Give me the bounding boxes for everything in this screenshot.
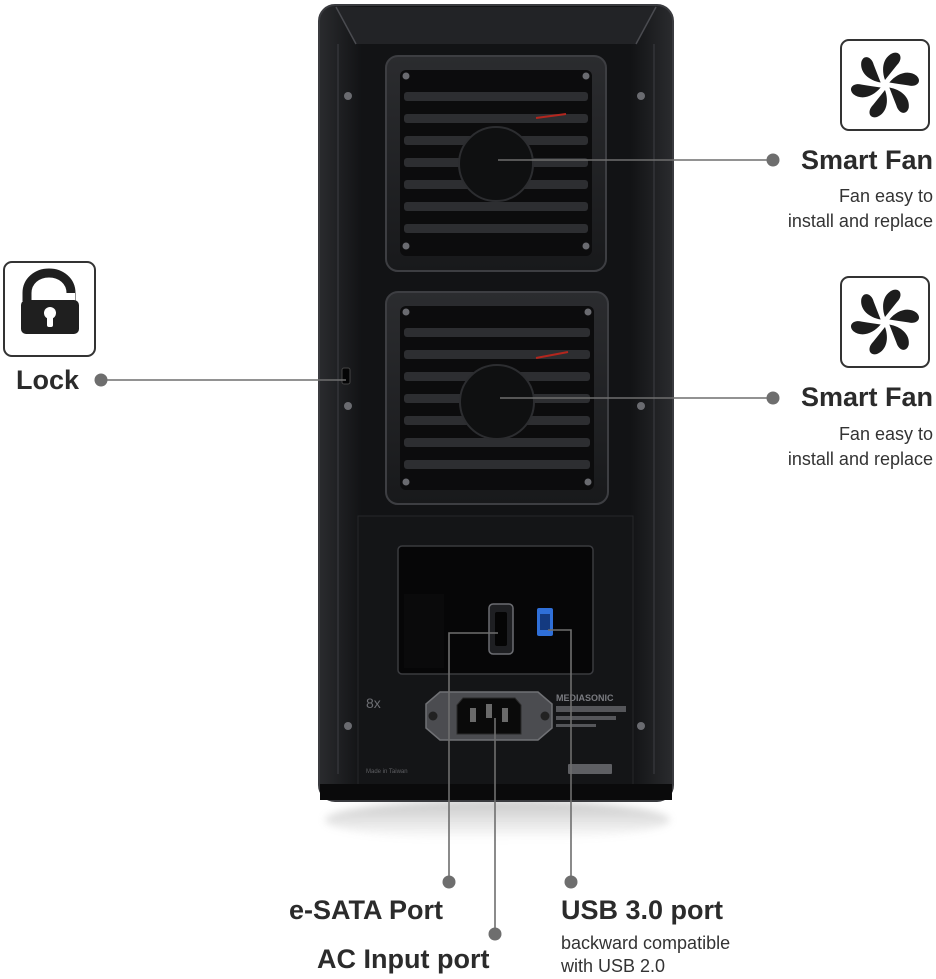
fan-icon xyxy=(851,52,919,118)
lock-icon xyxy=(21,268,79,334)
enclosure-shadow xyxy=(325,800,670,840)
callout-dot-usb xyxy=(564,875,578,889)
ac-input-port-title: AC Input port xyxy=(317,944,490,974)
callout-line-esata xyxy=(448,632,498,882)
fan-grille-bottom xyxy=(385,291,609,505)
smart-fan-top-desc-line2: install and replace xyxy=(787,211,933,231)
made-in-label: Made in Taiwan xyxy=(366,769,408,775)
esata-port-title: e-SATA Port xyxy=(289,895,443,925)
smart-fan-bottom-desc-line1: Fan easy to xyxy=(838,424,933,444)
ac-power-inlet xyxy=(425,691,553,741)
smart-fan-bottom-icon-box xyxy=(840,276,930,368)
smart-fan-top-desc-line1: Fan easy to xyxy=(838,186,933,206)
callout-dot-esata xyxy=(442,875,456,889)
lock-title: Lock xyxy=(16,365,80,395)
callout-dot-lock xyxy=(94,373,108,387)
callout-dot-smart-fan-bottom xyxy=(766,391,780,405)
fan-grille-top xyxy=(385,55,607,272)
callout-line-usb xyxy=(548,629,572,882)
bay-count-label: 8x xyxy=(366,695,381,711)
smart-fan-bottom-title: Smart Fan xyxy=(800,382,933,412)
smart-fan-top-title: Smart Fan xyxy=(800,145,933,175)
smart-fan-top-icon-box xyxy=(840,39,930,131)
esata-connector xyxy=(488,603,514,655)
enclosure-base xyxy=(320,784,672,800)
fan-icon xyxy=(851,289,919,355)
smart-fan-bottom-desc-line2: install and replace xyxy=(787,449,933,469)
lock-icon-box xyxy=(3,261,96,357)
certification-marks xyxy=(568,764,612,774)
enclosure-rear-panel: 8x MEDIASONIC Made in Taiwan xyxy=(318,4,674,802)
brand-label: MEDIASONIC xyxy=(556,693,614,703)
usb-port-desc-line1: backward compatible xyxy=(561,933,731,953)
top-bevel xyxy=(336,7,656,44)
callout-dot-smart-fan-top xyxy=(766,153,780,167)
usb-port-title: USB 3.0 port xyxy=(561,895,724,925)
usb3-connector xyxy=(537,608,553,636)
usb-port-desc-line2: with USB 2.0 xyxy=(561,956,666,976)
callout-dot-ac-input xyxy=(488,927,502,941)
